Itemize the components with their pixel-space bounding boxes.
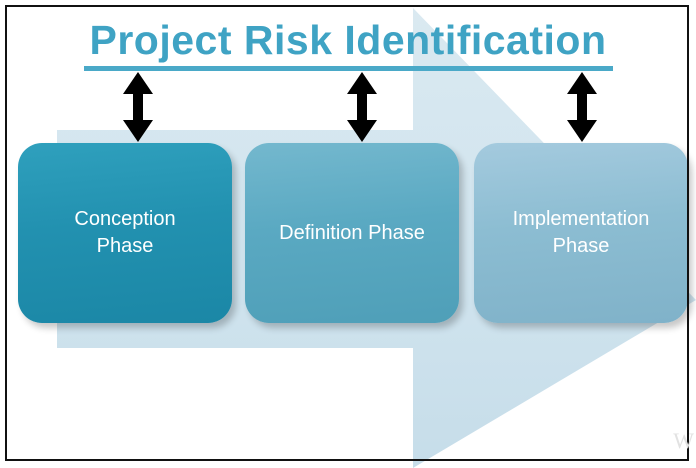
phase-box-implementation[interactable]: Implementation Phase bbox=[474, 143, 688, 323]
phase-label-conception: Conception Phase bbox=[74, 208, 176, 257]
double-arrow-icon-phase-1 bbox=[123, 72, 153, 142]
double-arrow-icon-phase-2 bbox=[347, 72, 377, 142]
phase-box-conception[interactable]: Conception Phase bbox=[18, 143, 232, 323]
phase-label-definition: Definition Phase bbox=[279, 221, 425, 244]
phase-label-implementation: Implementation Phase bbox=[512, 208, 650, 257]
page-title-text: Project Risk Identification bbox=[83, 20, 613, 71]
phase-box-definition[interactable]: Definition Phase bbox=[245, 143, 459, 323]
page-title: Project Risk Identification bbox=[0, 20, 696, 71]
watermark: W bbox=[673, 428, 694, 453]
double-arrow-icon-phase-3 bbox=[567, 72, 597, 142]
